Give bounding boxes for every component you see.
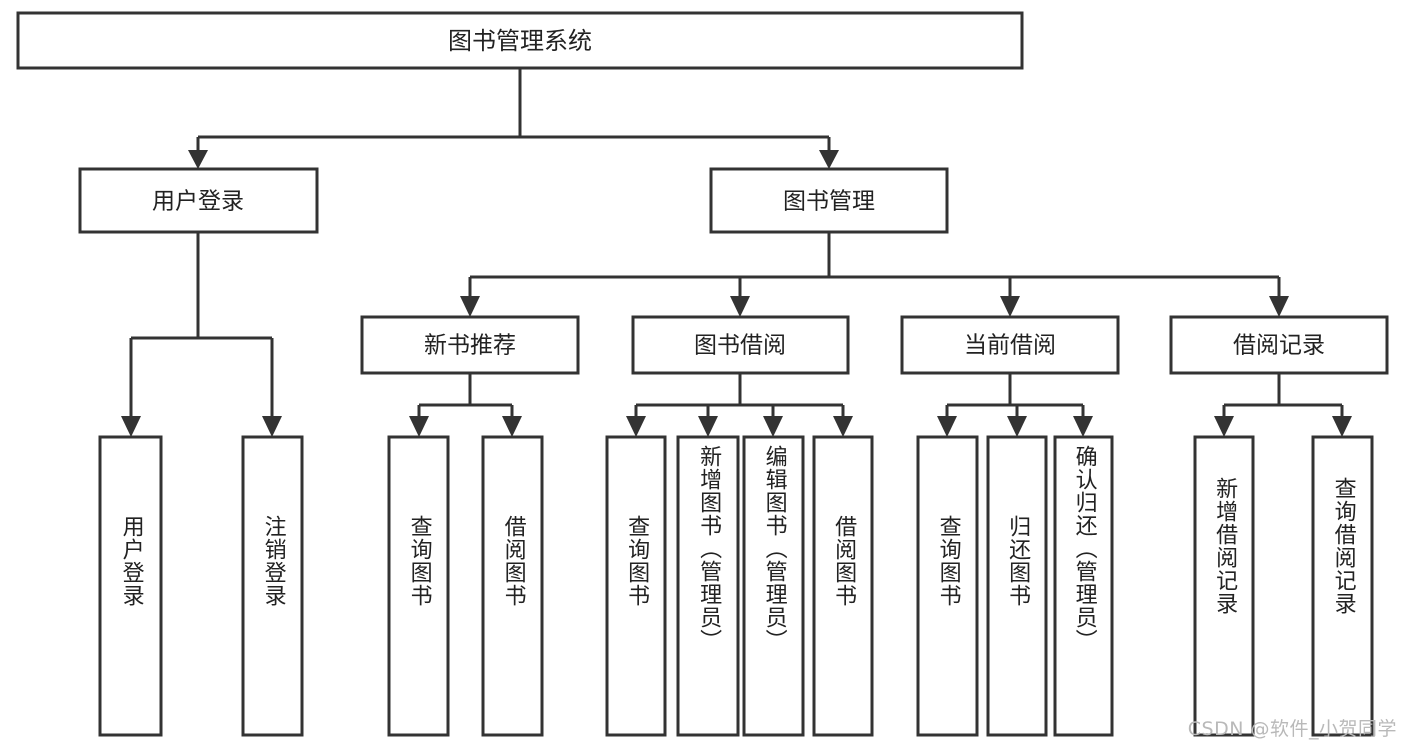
leaf-boxes-group bbox=[98, 435, 1374, 737]
node-current-borrow-box[interactable] bbox=[900, 315, 1120, 375]
node-borrow-records-label: 借阅记录 bbox=[1233, 333, 1325, 359]
connector-group-root bbox=[188, 68, 839, 169]
node-borrow-records-box[interactable] bbox=[1169, 315, 1389, 375]
leaf-box-borrow-book[interactable] bbox=[812, 435, 874, 737]
arrow-head-icon bbox=[460, 296, 480, 317]
arrow-head-icon bbox=[833, 416, 853, 437]
node-book-borrow[interactable]: 图书借阅 bbox=[631, 315, 850, 375]
leaf-box-return-book[interactable] bbox=[986, 435, 1048, 737]
leaf-box-add-book-admin[interactable] bbox=[676, 435, 740, 737]
node-root[interactable]: 图书管理系统 bbox=[16, 11, 1024, 70]
arrow-head-icon bbox=[188, 150, 208, 169]
node-user-login-label: 用户登录 bbox=[152, 189, 244, 215]
node-borrow-records[interactable]: 借阅记录 bbox=[1169, 315, 1389, 375]
arrow-head-icon bbox=[698, 416, 718, 437]
arrow-head-icon bbox=[262, 416, 282, 437]
connector-group-userlogin bbox=[121, 232, 282, 437]
connector-group-records bbox=[1214, 373, 1352, 437]
arrow-head-icon bbox=[937, 416, 957, 437]
leaf-box-query-book-current[interactable] bbox=[916, 435, 979, 737]
arrow-head-icon bbox=[1073, 416, 1093, 437]
node-book-borrow-label: 图书借阅 bbox=[694, 333, 786, 359]
arrow-head-icon bbox=[1007, 416, 1027, 437]
arrow-head-icon bbox=[1214, 416, 1234, 437]
node-book-management[interactable]: 图书管理 bbox=[709, 167, 949, 234]
leaf-box-query-book-new[interactable] bbox=[387, 435, 450, 737]
leaf-box-borrow-book-new[interactable] bbox=[481, 435, 544, 737]
arrow-head-icon bbox=[409, 416, 429, 437]
arrow-head-icon bbox=[819, 150, 839, 169]
connector-group-bookmgmt bbox=[460, 232, 1289, 317]
node-new-book-recommend-box[interactable] bbox=[360, 315, 580, 375]
leaf-box-query-borrow-record[interactable] bbox=[1311, 435, 1374, 737]
node-user-login[interactable]: 用户登录 bbox=[78, 167, 319, 234]
connector-group-borrow bbox=[626, 373, 853, 437]
leaf-box-query-book-borrow[interactable] bbox=[605, 435, 667, 737]
node-current-borrow-label: 当前借阅 bbox=[964, 333, 1056, 359]
node-root-label: 图书管理系统 bbox=[448, 27, 592, 55]
arrow-head-icon bbox=[502, 416, 522, 437]
arrow-head-icon bbox=[763, 416, 783, 437]
arrow-head-icon bbox=[1000, 296, 1020, 317]
node-new-book-recommend[interactable]: 新书推荐 bbox=[360, 315, 580, 375]
leaf-box-logout[interactable] bbox=[241, 435, 304, 737]
arrow-head-icon bbox=[1332, 416, 1352, 437]
node-book-borrow-box[interactable] bbox=[631, 315, 850, 375]
node-current-borrow[interactable]: 当前借阅 bbox=[900, 315, 1120, 375]
node-new-book-recommend-label: 新书推荐 bbox=[424, 333, 516, 359]
leaf-box-confirm-return-admin[interactable] bbox=[1053, 435, 1114, 737]
node-book-management-label: 图书管理 bbox=[783, 189, 875, 215]
arrow-head-icon bbox=[730, 296, 750, 317]
arrow-head-icon bbox=[1269, 296, 1289, 317]
arrow-head-icon bbox=[121, 416, 141, 437]
leaf-box-user-login[interactable] bbox=[98, 435, 163, 737]
node-user-login-box[interactable] bbox=[78, 167, 319, 234]
leaf-box-edit-book-admin[interactable] bbox=[742, 435, 805, 737]
arrow-head-icon bbox=[626, 416, 646, 437]
watermark-text: CSDN @软件_小贺同学 bbox=[1187, 718, 1397, 740]
node-root-box[interactable] bbox=[16, 11, 1024, 70]
node-book-management-box[interactable] bbox=[709, 167, 949, 234]
connector-group-current bbox=[937, 373, 1093, 437]
leaf-box-add-borrow-record[interactable] bbox=[1193, 435, 1255, 737]
connector-group-newbook bbox=[409, 373, 522, 437]
